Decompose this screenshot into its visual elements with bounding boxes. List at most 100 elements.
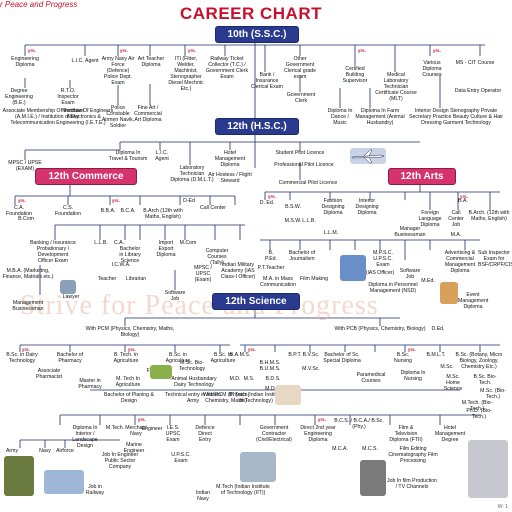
years-badge: yrs. — [28, 48, 36, 53]
ssc-node-police-constable: Police Constable Airmen Navik, Soldier — [101, 105, 135, 129]
science-node-direct-2nd-year: Direct 2nd year Engineering Diploma — [300, 425, 336, 443]
science-node-ms: M.S. — [243, 376, 255, 382]
commerce-node-computer-courses: Computer Courses (Tally) — [205, 248, 229, 266]
arts-node-foreign-language: Foreign Language Diploma — [418, 210, 442, 228]
arts-node-fashion: Fashion Designing Diploma — [321, 198, 345, 216]
science-node-airforce: Airforce — [56, 448, 74, 454]
lawyer-illustration — [60, 280, 76, 294]
hub-science: 12th Science — [212, 293, 300, 310]
science-node-film-job: Job In film Production / TV Channels — [387, 478, 437, 490]
commerce-node-library-science: Bachelor in Library Science — [119, 246, 141, 264]
science-node-army: Army — [5, 448, 19, 454]
commerce-node-lawyer: Lawyer — [62, 294, 80, 300]
science-node-assoc-pharmacist: Associate Pharmacist — [36, 368, 62, 380]
commerce-node-import-export: Import Export Diploma — [156, 240, 176, 258]
camera-illustration — [360, 460, 386, 496]
science-node-engineer: Engineer — [141, 426, 163, 432]
ssc-node-art-teacher: Art Teacher Diploma — [137, 56, 165, 68]
science-node-upsc: U.P.S.C. Exam — [171, 452, 191, 464]
ssc-node-merchant-navy: Merchant Navy — [62, 108, 84, 120]
science-node-diploma-nursing: Diploma In Nursing — [400, 370, 426, 382]
ssc-node-defence-exam: Army Navy Air Force (Defence) Police Dep… — [101, 56, 135, 86]
years-badge: yrs. — [138, 417, 146, 422]
commerce-node-ca-foundation: C.A. Foundation — [6, 205, 32, 217]
science-node-dairy-tech: B.Sc. in Dairy Technology — [6, 352, 38, 364]
years-badge: yrs. — [112, 198, 120, 203]
arts-node-ma: M.A. — [450, 232, 462, 238]
commerce-node-military-academy: Indian Military Academy (IAS Class-I Off… — [220, 262, 256, 280]
ssc-node-mscit: MS - CIT Course — [455, 60, 495, 66]
science-node-bachelor-special: Bachelor of Sc. Special Diploma — [323, 352, 361, 364]
science-node-mvsc: M.V.Sc. — [302, 366, 320, 372]
science-node-with-pcm-2: With PCM (Physics, Chemistry, Maths) — [203, 392, 249, 404]
arts-node-software-job: Software Job — [399, 268, 421, 280]
science-node-film-editing: Film Editing Cinematography Film Process… — [388, 446, 438, 464]
arts-node-sub-inspector: Sub Inspector Exam for BSF/CRPF/CISF — [478, 250, 512, 268]
ssc-node-other-govt-clerical: Other Government Clerical grade exam — [283, 56, 316, 80]
chef-illustration — [468, 440, 508, 498]
science-node-animal-husbandry: Animal Husbandary Dairy Technology — [171, 376, 217, 388]
science-node-pcb: With PCB (Physics, Chemistry, Biology) — [334, 326, 426, 332]
ssc-node-engineering-diploma: Engineering Diploma — [11, 56, 39, 68]
ssc-node-govt-clerk: Government Clerk — [286, 92, 316, 104]
science-node-mca: M.C.A. — [332, 446, 348, 452]
science-node-merchant-navy: Merchant Navy — [125, 425, 147, 437]
arts-node-msw: M.S.W. — [284, 218, 302, 224]
arts-node-ba: B.A. — [458, 198, 468, 204]
science-node-mtech-agri: M. Tech In Agriculture — [115, 376, 141, 388]
footer-text: W: 1 — [497, 504, 508, 510]
ssc-node-building-supervisor: Certified Building Supervisor — [342, 66, 368, 84]
commerce-node-banking-exam: Banking / Insurance Probationary / Devel… — [30, 240, 76, 264]
commerce-node-barch: B.Arch (12th with Maths, English) — [143, 208, 183, 220]
arts-node-bsw: B.S.W. — [285, 204, 301, 210]
science-node-paramedical: Paramedical Courses — [356, 372, 386, 384]
ssc-node-diploma-courses: Various Diploma Courses — [422, 60, 442, 78]
science-node-bams: B.A.M.S. — [229, 352, 251, 358]
science-node-bhms: B.H.M.S. B.U.M.S. — [259, 360, 281, 372]
arts-node-interior: Interior Designing Diploma — [355, 198, 379, 216]
airplane-illustration — [350, 148, 386, 164]
years-badge: yrs. — [248, 347, 256, 352]
arts-node-ded: D. Ed. — [259, 200, 275, 206]
ssc-node-amie: Associate Membership Of Institute Of Eng… — [2, 108, 114, 126]
science-node-navy: Navy — [39, 448, 51, 454]
ssc-node-mlt: Medical Laboratory Technician Certificat… — [375, 72, 417, 102]
years-badge: yrs. — [18, 198, 26, 203]
science-node-bpharm: Bachelor of Pharmacy — [56, 352, 84, 364]
commerce-node-mpsc-upsc: MPSC / UPSC (Exam) — [194, 265, 212, 283]
commerce-node-librarian: Librarian — [125, 276, 147, 282]
event-illustration — [440, 282, 458, 304]
commerce-node-bba: B.B.A. — [100, 208, 116, 214]
ssc-node-farm-management: Diploma In Farm Management (Animal Husba… — [355, 108, 405, 126]
science-node-bsc-sciences: B.Sc. (Botany, Micro Biology, Zoology, C… — [455, 352, 503, 370]
science-node-bmlt: B.M.L.T. — [426, 352, 446, 358]
science-node-btech-iit: B. Tech (Indian Institute of Technology) — [228, 392, 284, 404]
hsc-node-commercial-pilot: Commercial Pilot Licence — [278, 180, 338, 186]
arts-node-med: M.Ed. — [421, 278, 435, 284]
science-node-home-science: M.Sc. Home Science — [443, 374, 463, 392]
science-node-railway-job: Job in Railway — [85, 484, 105, 496]
commerce-node-software-job: Software Job — [164, 290, 186, 302]
arts-node-journalism: Bachelor of Journalism — [288, 250, 316, 262]
years-badge: yrs. — [433, 48, 441, 53]
science-node-mpharm: Master in Pharmacy — [78, 378, 102, 390]
arts-node-ias: (IAS Officer) — [365, 270, 395, 276]
science-node-indian-navy: Indian Navy — [195, 490, 211, 502]
commerce-node-ded: D-Ed — [183, 198, 195, 204]
science-node-mtech-iit: M.Tech (Indian Institute of Technology (… — [216, 484, 270, 496]
science-node-planning-design: Bachelor of Planing & Design — [104, 392, 154, 404]
arts-node-manager: Manager Businessman — [394, 226, 426, 238]
science-node-pcm: With PCM (Physics, Chemistry, Maths, Bio… — [85, 326, 175, 338]
hub-commerce: 12th Commerce — [35, 168, 137, 185]
arts-node-call-center: Call Center Job — [448, 210, 464, 228]
ssc-node-iti: ITI (Fitter, Welder, Machinist, Stenogra… — [168, 56, 204, 92]
ssc-node-bank-clerical: Bank / Insurance Clerical Exam — [251, 72, 283, 90]
arts-node-advertising: Advertising & Commercial Management Dipl… — [444, 250, 476, 274]
arts-node-mpsc-upsc: M.P.S.C. U.P.S.C. Exam — [372, 250, 394, 268]
hsc-node-travel-tourism: Diploma In Travel & Tourism — [108, 150, 148, 162]
commerce-node-bcom: B.Com — [18, 216, 34, 222]
hsc-node-mpsc-upse: MPSC / UPSE (EXAM) — [8, 160, 42, 172]
years-badge: yrs. — [120, 48, 128, 53]
corner-tagline: r Peace and Progress — [0, 0, 78, 9]
science-node-bsc-agri-2: B.Sc. In Agriculture — [210, 352, 236, 364]
